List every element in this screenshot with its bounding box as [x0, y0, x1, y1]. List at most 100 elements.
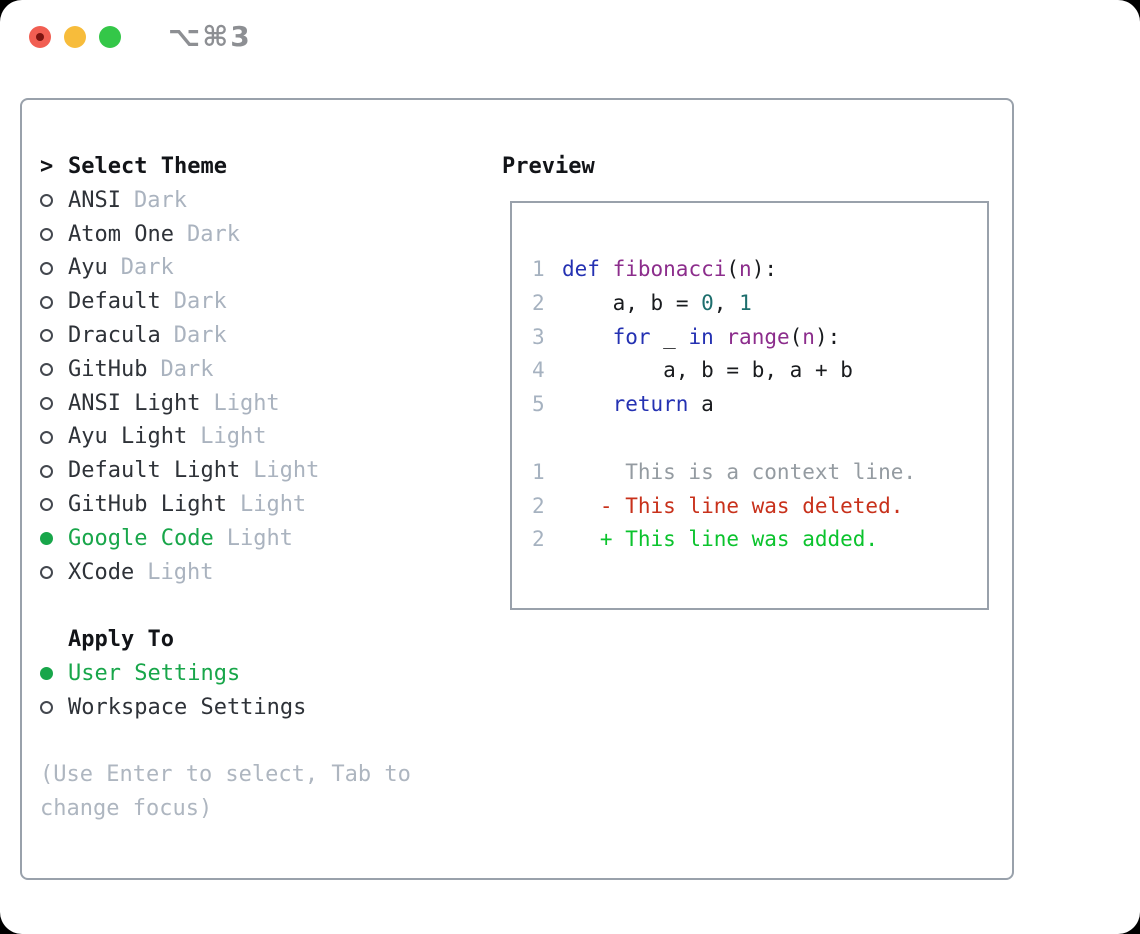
theme-name-label: Default Light	[68, 458, 241, 484]
theme-name-label: GitHub Light	[68, 491, 227, 517]
theme-option[interactable]: Default Dark	[40, 285, 411, 319]
theme-name-label: Google Code	[68, 525, 214, 551]
radio-icon	[40, 532, 53, 546]
theme-variant-label: Dark	[120, 255, 174, 281]
code-text: def fibonacci(n):	[562, 253, 777, 287]
radio-icon	[40, 329, 53, 343]
spacer	[532, 422, 916, 456]
token-pln	[562, 392, 613, 416]
radio-icon	[40, 295, 53, 309]
token-kwd: def	[562, 257, 600, 281]
token-kwd: return	[612, 392, 689, 417]
minimize-button[interactable]	[64, 26, 86, 48]
token-var: b	[751, 358, 765, 383]
code-line: 5 return a	[532, 388, 916, 422]
theme-variant-label: Dark	[173, 289, 227, 315]
radio-icon	[40, 396, 53, 410]
line-number: 3	[532, 324, 545, 349]
token-kwd: for	[612, 324, 651, 349]
apply-to-option[interactable]: Workspace Settings	[40, 691, 411, 725]
token-pln	[562, 358, 663, 382]
diff-line-deleted: 2 - This line was deleted.	[532, 490, 916, 524]
code-line: 2 a, b = 0, 1	[532, 287, 916, 321]
theme-variant-label: Dark	[133, 187, 187, 213]
radio-icon	[40, 498, 53, 512]
token-pun: (	[726, 257, 740, 281]
theme-name-label: GitHub	[68, 356, 148, 382]
theme-variant-label: Light	[200, 424, 267, 450]
diff-line-added: 2 + This line was added.	[532, 523, 916, 557]
token-var: b	[701, 358, 714, 383]
diff-line-context: 1 This is a context line.	[532, 456, 916, 490]
apply-to-header: Apply To	[68, 627, 174, 653]
preview-title: Preview	[502, 154, 595, 180]
token-var: b	[650, 290, 664, 315]
token-var: a	[789, 358, 803, 383]
token-pln: ,	[764, 358, 790, 383]
code-line: 3 for _ in range(n):	[532, 321, 916, 355]
code-text: for _ in range(n):	[562, 321, 841, 355]
token-typ: n	[802, 324, 815, 349]
token-typ: n	[739, 257, 752, 281]
radio-icon	[40, 194, 53, 208]
theme-variant-label: Light	[147, 559, 214, 585]
focus-prompt-icon: >	[40, 154, 54, 179]
diff-text: This is a context line.	[562, 459, 917, 484]
line-number: 2	[532, 493, 545, 518]
token-pun: ):	[814, 324, 841, 349]
code-text: a, b = 0, 1	[562, 287, 752, 321]
theme-option[interactable]: Ayu Light Light	[40, 420, 411, 454]
radio-icon	[40, 261, 53, 275]
theme-name-label: Ayu	[68, 255, 108, 281]
select-theme-header: >Select Theme	[40, 150, 411, 184]
theme-option[interactable]: GitHub Light Light	[40, 488, 411, 522]
theme-name-label: Dracula	[68, 322, 161, 348]
radio-icon	[40, 227, 53, 241]
token-typ: range	[726, 324, 790, 349]
token-lit: 0	[701, 290, 714, 315]
theme-variant-label: Dark	[160, 356, 214, 382]
line-number: 4	[532, 358, 545, 383]
theme-name-label: XCode	[68, 559, 135, 585]
theme-variant-label: Dark	[173, 322, 227, 348]
theme-option[interactable]: Dracula Dark	[40, 319, 411, 353]
token-var: a	[701, 392, 714, 417]
code-line: 4 a, b = b, a + b	[532, 354, 916, 388]
record-dot-icon	[36, 33, 44, 41]
token-pun: (	[789, 324, 803, 349]
apply-to-option[interactable]: User Settings	[40, 657, 411, 691]
zoom-button[interactable]	[99, 26, 121, 48]
token-pln	[562, 325, 613, 349]
token-typ: fibonacci	[612, 257, 727, 281]
radio-icon	[40, 701, 53, 715]
token-pln: ,	[625, 290, 651, 315]
token-pln: =	[663, 290, 702, 315]
theme-option[interactable]: XCode Light	[40, 556, 411, 590]
titlebar: ⌥⌘3	[0, 0, 1140, 74]
theme-variant-label: Light	[239, 491, 307, 517]
diff-text: + This line was added.	[562, 527, 879, 552]
token-var: a	[612, 290, 626, 315]
radio-icon	[40, 565, 53, 579]
token-pln	[600, 257, 613, 281]
theme-option[interactable]: Ayu Dark	[40, 251, 411, 285]
close-button[interactable]	[29, 26, 51, 48]
theme-name-label: Default	[68, 289, 161, 315]
theme-name-label: Ayu Light	[68, 424, 188, 450]
theme-option[interactable]: GitHub Dark	[40, 353, 411, 387]
radio-icon	[40, 464, 53, 478]
line-number: 5	[532, 392, 545, 417]
token-var: b	[840, 358, 853, 383]
token-pln	[688, 392, 701, 416]
